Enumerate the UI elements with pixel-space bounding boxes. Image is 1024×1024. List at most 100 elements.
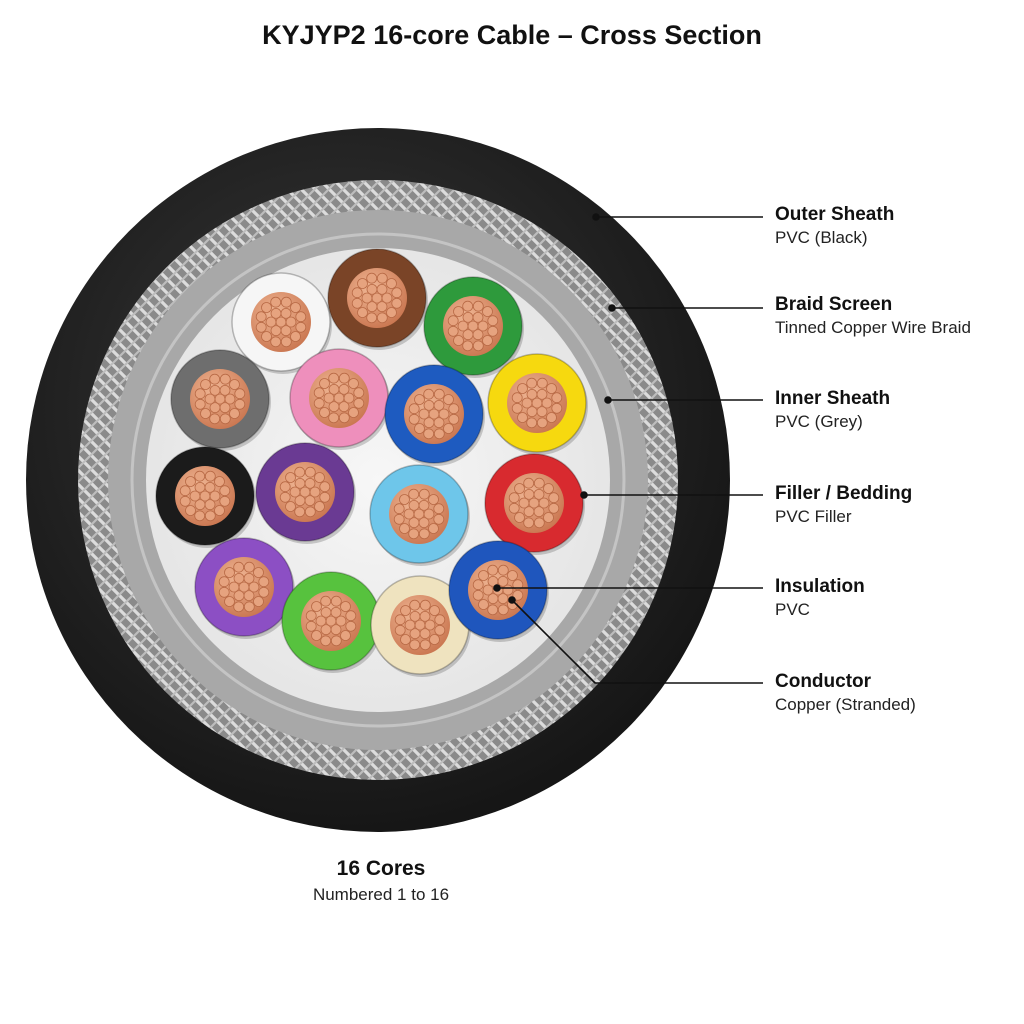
core-2 [327,248,428,350]
conductor-strand [472,589,484,601]
conductor-strand [536,377,548,389]
conductor-strand [319,491,331,503]
conductor-strand [472,340,484,352]
conductor-strand [381,292,393,304]
conductor-strand [294,495,306,507]
conductor-strand [200,379,211,390]
conductor-strand [194,510,206,522]
cores-caption-subtitle: Numbered 1 to 16 [312,885,450,904]
conductor-strand [409,610,421,622]
conductor-strand [423,417,435,429]
conductor-strand [255,311,267,323]
callout-inner-sheath: Inner Sheath PVC (Grey) [775,387,1015,433]
conductor-strand [399,523,410,534]
conductor-strand [219,485,231,497]
conductor-strand [533,506,545,518]
conductor-strand [543,483,554,494]
conductor-strand [280,325,292,337]
conductor-strand [366,312,378,324]
conductor-strand [320,606,332,618]
conductor-strand [357,278,368,289]
conductor-strand [517,412,528,423]
conductor-strand [423,388,435,400]
conductor-strand [366,272,378,284]
conductor-strand [280,336,292,348]
leader-dot-conductor [508,596,516,604]
callout-outer-sheath: Outer Sheath PVC (Black) [775,203,1015,249]
conductor-strand [548,502,560,514]
conductor-strand [335,615,347,627]
conductor-strand [328,401,340,413]
leader-dot-inner-sheath [604,396,612,404]
conductor-strand [462,300,474,312]
conductor-strand [328,372,340,384]
conductor-strand [311,601,322,612]
inner-sheath-edge [130,232,626,728]
conductor-strand [409,639,421,651]
callout-desc: PVC (Grey) [775,412,863,431]
conductor-strand [433,388,445,400]
conductor-strand [351,297,363,309]
core-11 [484,453,585,555]
conductor-strand [305,620,317,632]
conductor-strand [438,408,450,420]
conductor-strand [462,311,474,323]
conductor-strand [258,586,270,598]
conductor-strand [330,635,342,647]
conductor-strand [508,502,520,514]
conductor-strand [472,300,484,312]
conductor-strand [419,628,431,640]
conductor-strand [340,601,351,612]
conductor-strand [536,417,548,429]
conductor-strand [280,296,292,308]
conductor-strand [512,589,524,601]
conductor-strand [511,402,523,414]
conductor-strand [376,312,388,324]
conductor-strand [482,306,493,317]
conductor-strand [330,624,342,636]
conductor-strand [294,477,306,489]
conductor-strand [538,497,550,509]
conductor-strand [433,513,445,525]
conductor-strand [408,517,420,529]
conductor-strand [261,302,272,313]
conductor-strand [233,572,245,584]
conductor-strand [546,383,557,394]
conductor-strand [279,481,291,493]
conductor-strand [313,387,325,399]
conductor-strand [295,311,307,323]
conductor-strand [393,503,405,515]
callout-name: Inner Sheath [775,388,891,409]
conductor-strand [408,413,420,425]
conductor-strand [526,406,538,418]
conductor-strand [478,570,489,581]
conductor-strand [345,620,357,632]
conductor-strand [229,408,240,419]
conductor-strand [487,604,499,616]
conductor-strand [289,486,301,498]
conductor-strand [328,412,340,424]
core-9 [255,442,356,544]
conductor-strand [408,499,420,511]
conductor-strand [512,579,524,591]
conductor-strand [214,476,225,487]
conductor-strand [409,628,421,640]
cores-caption: 16 Cores Numbered 1 to 16 [231,855,531,907]
conductor-strand [536,388,548,400]
conductor-strand [428,494,439,505]
conductor-strand [443,423,454,434]
conductor-strand [526,377,538,389]
conductor-strand [497,564,509,576]
conductor-strand [399,494,410,505]
conductor-strand [253,567,264,578]
conductor-strand [270,336,282,348]
callout-name: Insulation [775,576,865,597]
conductor-strand [400,605,411,616]
conductor-strand [233,561,245,573]
conductor-strand [487,593,499,605]
conductor-strand [285,472,296,483]
conductor-strand [204,393,216,405]
conductor-strand [366,301,378,313]
conductor-strand [209,490,221,502]
conductor-strand [418,499,430,511]
